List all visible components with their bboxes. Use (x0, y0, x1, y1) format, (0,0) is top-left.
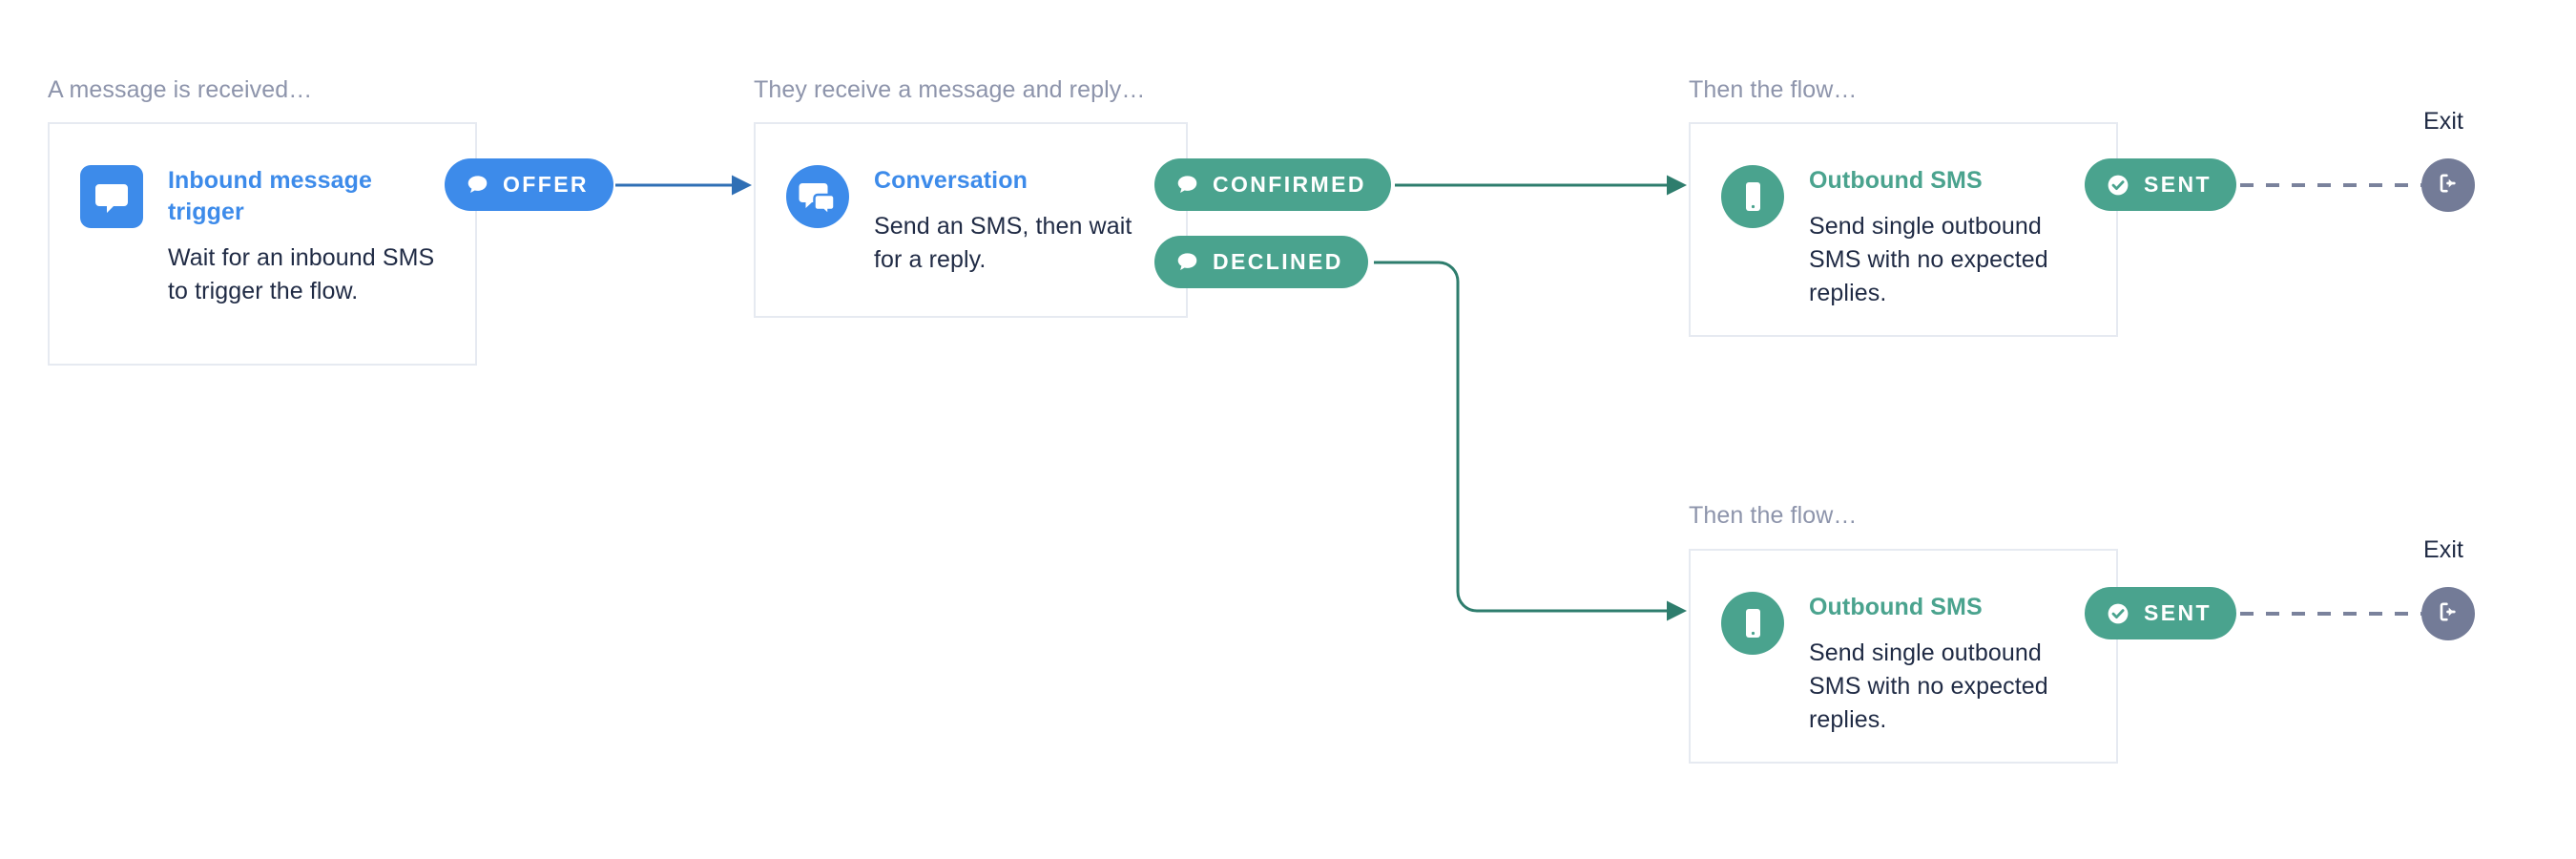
node-text-block: Outbound SMS Send single outbound SMS wi… (1809, 165, 2095, 310)
node-card-outbound-sms-declined[interactable]: Outbound SMS Send single outbound SMS wi… (1689, 549, 2118, 764)
check-circle-icon (2106, 601, 2130, 626)
node-description: Send single outbound SMS with no expecte… (1809, 639, 2048, 733)
outcome-pill-label: OFFER (503, 172, 589, 197)
node-description: Send single outbound SMS with no expecte… (1809, 213, 2048, 306)
node-description: Wait for an inbound SMS to trigger the f… (168, 244, 435, 304)
node-text-block: Inbound message trigger Wait for an inbo… (168, 165, 445, 308)
speech-bubble-icon (1175, 250, 1199, 274)
exit-node-top[interactable] (2421, 158, 2475, 212)
outcome-pill-sent-top[interactable]: SENT (2085, 158, 2236, 211)
outcome-pill-label: DECLINED (1213, 249, 1343, 274)
node-description: Send an SMS, then wait for a reply. (874, 213, 1132, 273)
sign-out-icon (2435, 170, 2462, 201)
outcome-pill-declined[interactable]: DECLINED (1154, 236, 1368, 288)
node-icon-wrapper (1721, 165, 1784, 228)
node-card-conversation[interactable]: Conversation Send an SMS, then wait for … (754, 122, 1188, 318)
exit-node-bottom[interactable] (2421, 587, 2475, 640)
exit-label-bottom: Exit (2423, 536, 2464, 563)
sign-out-icon (2435, 598, 2462, 630)
outcome-pill-confirmed[interactable]: CONFIRMED (1154, 158, 1391, 211)
speech-bubble-icon (1175, 173, 1199, 197)
node-title: Outbound SMS (1809, 167, 1983, 194)
section-label-flow-top: Then the flow… (1689, 76, 1858, 103)
outcome-pill-label: SENT (2144, 600, 2212, 625)
check-circle-icon (2106, 173, 2130, 198)
speech-bubble-icon (466, 173, 489, 197)
double-speech-bubble-icon (786, 165, 849, 228)
outcome-pill-offer[interactable]: OFFER (445, 158, 613, 211)
node-card-inbound-message-trigger[interactable]: Inbound message trigger Wait for an inbo… (48, 122, 477, 366)
section-label-trigger: A message is received… (48, 76, 313, 103)
speech-bubble-icon (80, 165, 143, 228)
node-title: Outbound SMS (1809, 594, 1983, 620)
node-text-block: Conversation Send an SMS, then wait for … (874, 165, 1160, 277)
connector-declined-to-outbound-bottom (1374, 261, 1687, 621)
section-label-conversation: They receive a message and reply… (754, 76, 1146, 103)
outcome-pill-sent-bottom[interactable]: SENT (2085, 587, 2236, 639)
mobile-phone-icon (1721, 165, 1784, 228)
node-icon-wrapper (1721, 592, 1784, 655)
node-icon-wrapper (786, 165, 849, 228)
node-icon-wrapper (80, 165, 143, 228)
mobile-phone-icon (1721, 592, 1784, 655)
node-card-outbound-sms-confirmed[interactable]: Outbound SMS Send single outbound SMS wi… (1689, 122, 2118, 337)
exit-label-top: Exit (2423, 108, 2464, 135)
node-title: Conversation (874, 167, 1028, 194)
node-title: Inbound message trigger (168, 167, 373, 225)
outcome-pill-label: SENT (2144, 172, 2212, 197)
section-label-flow-bottom: Then the flow… (1689, 502, 1858, 529)
outcome-pill-label: CONFIRMED (1213, 172, 1366, 197)
node-text-block: Outbound SMS Send single outbound SMS wi… (1809, 592, 2095, 737)
